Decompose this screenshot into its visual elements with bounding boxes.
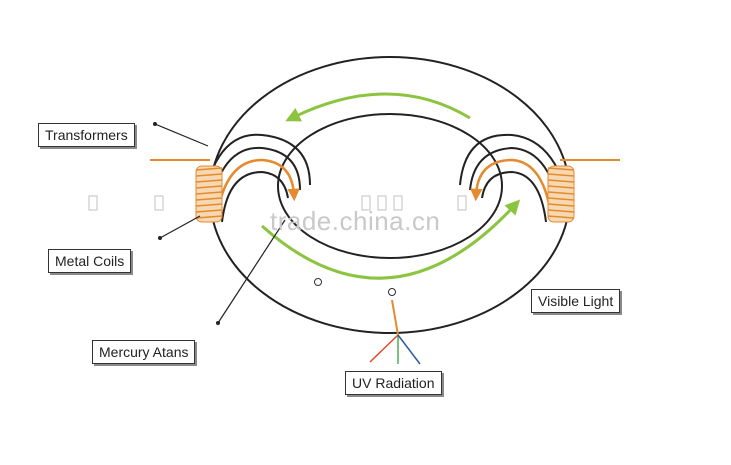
watermark-glyphs: [88, 195, 467, 211]
leader-lines: [153, 122, 286, 325]
top-green-arrow: [285, 92, 471, 122]
label-uv-radiation: UV Radiation: [345, 371, 442, 395]
right-metal-coil: [547, 165, 575, 223]
inner-tube-outline: [277, 113, 503, 259]
left-metal-coil: [195, 165, 223, 223]
mercury-atom-dot: [314, 278, 322, 286]
label-transformers: Transformers: [38, 123, 135, 147]
watermark-text: trade.china.cn: [270, 206, 441, 236]
uv-source-dot: [388, 288, 396, 296]
label-visible-light: Visible Light: [531, 289, 621, 313]
label-metal-coils: Metal Coils: [48, 249, 132, 273]
label-mercury-atans: Mercury Atans: [92, 340, 196, 364]
uv-rays: [369, 299, 421, 365]
bottom-green-path: [261, 199, 521, 280]
